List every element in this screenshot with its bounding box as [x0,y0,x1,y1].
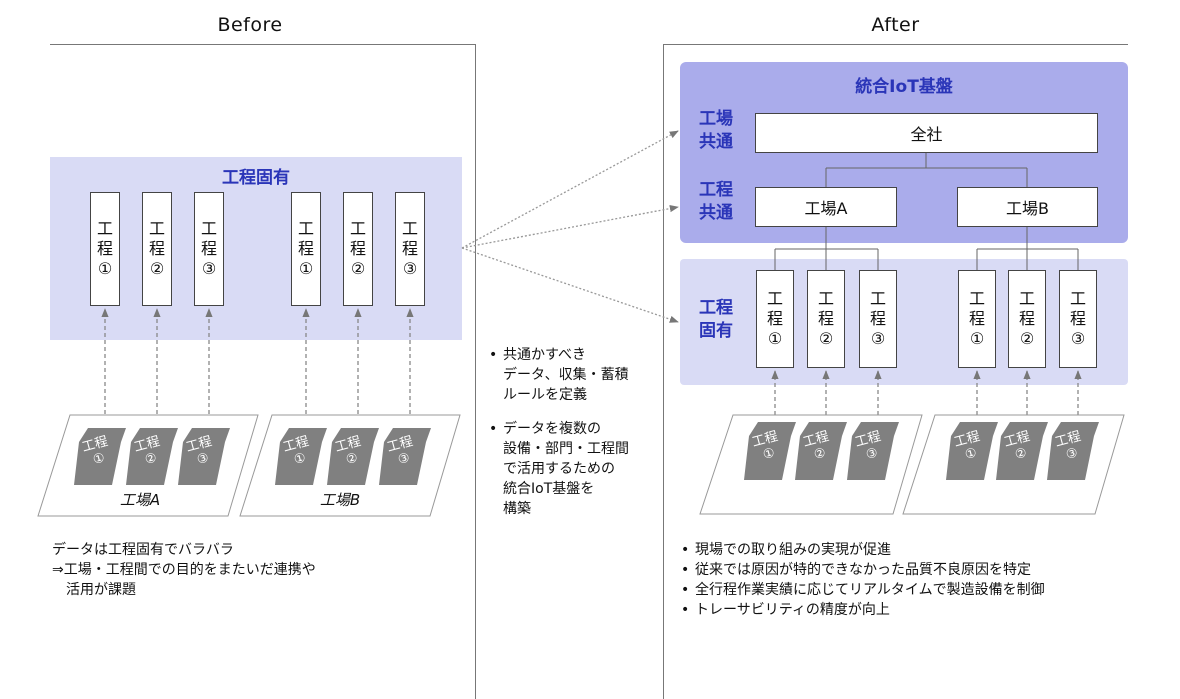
before-dashed-arrows [101,308,414,428]
before-title-rule [50,44,475,45]
before-title: Before [217,14,283,36]
after-title-rule [663,44,1128,45]
after-bullet-1: 現場での取り組みの実現が促進 [681,540,1141,560]
side-label-process-specific: 工程固有 [699,298,733,341]
factory-b-label: 工場B [319,491,361,509]
after-left-border [663,44,664,699]
middle-bullet-2: データを複数の 設備・部門・工程間 で活用するための 統合IoT基盤を 構築 [489,419,659,519]
before-band-title: 工程固有 [222,168,290,188]
before-to-after-arrows [461,130,679,323]
after-process-band [680,259,1128,385]
factory-a-label: 工場A [119,491,161,509]
machine-chips [74,422,1099,485]
after-bullet-4: トレーサビリティの精度が向上 [681,600,1141,620]
before-notes: データは工程固有でバラバラ ⇒工場・工程間での目的をまたいだ連携や 活用が課題 [52,542,316,598]
before-right-border [475,44,476,699]
after-dashed-arrows [771,370,1082,422]
side-label-process-common: 工程共通 [699,180,733,223]
factory-a-box: 工場A [755,187,897,227]
middle-bullets: 共通かすべき データ、収集・蓄積 ルールを定義 データを複数の 設備・部門・工程… [489,345,659,519]
tree-connectors [774,153,1079,270]
side-label-factory-common: 工場共通 [699,109,733,152]
after-bullet-2: 従来では原因が特的できなかった品質不良原因を特定 [681,560,1141,580]
after-bullet-3: 全行程作業実績に応じてリアルタイムで製造設備を制御 [681,580,1141,600]
company-box: 全社 [755,113,1098,153]
after-title: After [871,14,920,36]
iot-platform-title: 統合IoT基盤 [855,77,953,97]
middle-bullet-1: 共通かすべき データ、収集・蓄積 ルールを定義 [489,345,659,405]
after-bullets: 現場での取り組みの実現が促進 従来では原因が特的できなかった品質不良原因を特定 … [681,540,1141,620]
factory-b-box: 工場B [957,187,1098,227]
